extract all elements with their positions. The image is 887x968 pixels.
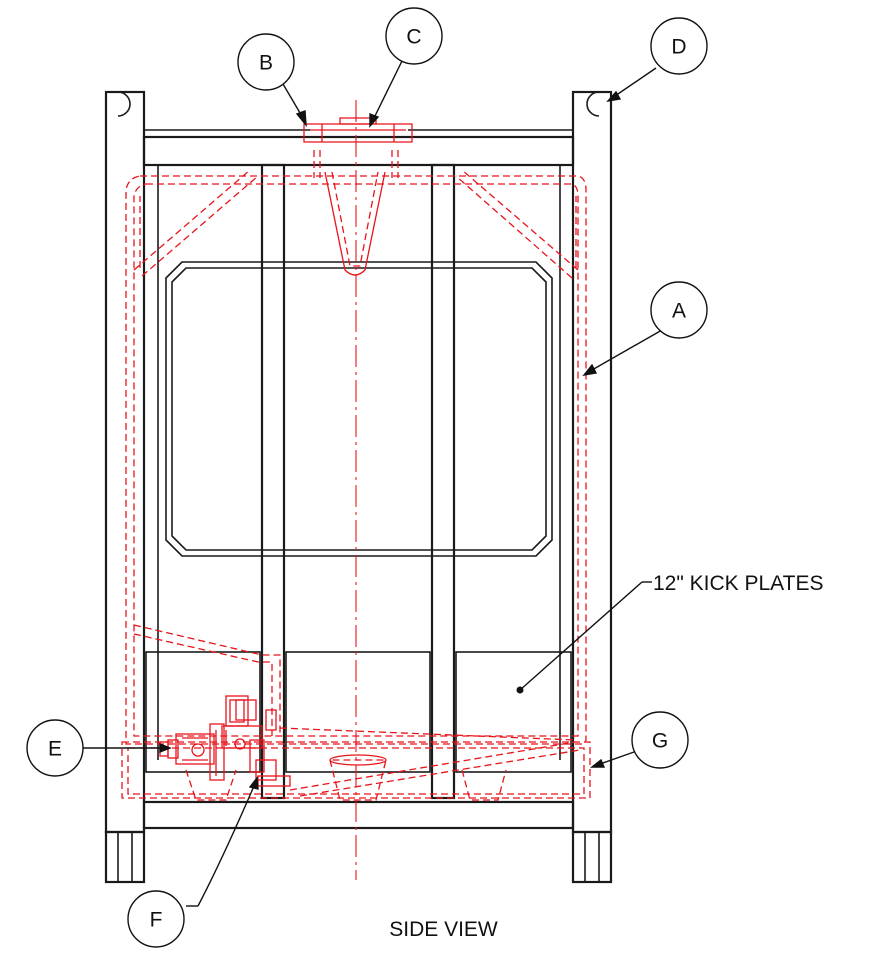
kick-plates-note: 12" KICK PLATES <box>653 572 823 595</box>
bottom-rail <box>142 800 575 830</box>
balloon-g-label: G <box>652 730 668 753</box>
balloon-g: G <box>631 711 689 769</box>
left-lifting-eye <box>117 91 131 117</box>
balloon-e-label: E <box>48 738 62 761</box>
view-title: SIDE VIEW <box>389 918 498 941</box>
balloon-b-label: B <box>259 52 273 75</box>
tank-base <box>121 741 591 799</box>
left-post <box>104 90 146 834</box>
right-foot <box>571 830 613 884</box>
right-post <box>571 90 613 834</box>
top-rail <box>142 135 575 167</box>
right-lifting-eye <box>586 91 600 117</box>
window-panel <box>165 261 553 557</box>
leaders <box>80 60 663 907</box>
vertical-bar-2 <box>430 163 456 800</box>
tank-hidden-lines <box>121 100 591 880</box>
kick-plate-left <box>145 651 261 773</box>
balloon-f: F <box>127 890 185 948</box>
vertical-bar-1 <box>260 163 286 800</box>
balloon-a: A <box>650 281 708 339</box>
balloon-d: D <box>650 17 708 75</box>
left-foot <box>104 830 146 884</box>
fill-cap <box>303 123 413 143</box>
balloon-c: C <box>385 7 443 65</box>
balloon-e: E <box>26 719 84 777</box>
balloon-b: B <box>237 33 295 91</box>
kick-plate-middle <box>285 651 431 773</box>
balloon-d-label: D <box>671 36 686 59</box>
outlet-valve-assembly <box>159 695 291 787</box>
balloon-c-label: C <box>406 26 421 49</box>
balloon-f-label: F <box>150 909 163 932</box>
balloon-a-label: A <box>672 300 686 323</box>
kick-plate-right <box>455 651 572 773</box>
